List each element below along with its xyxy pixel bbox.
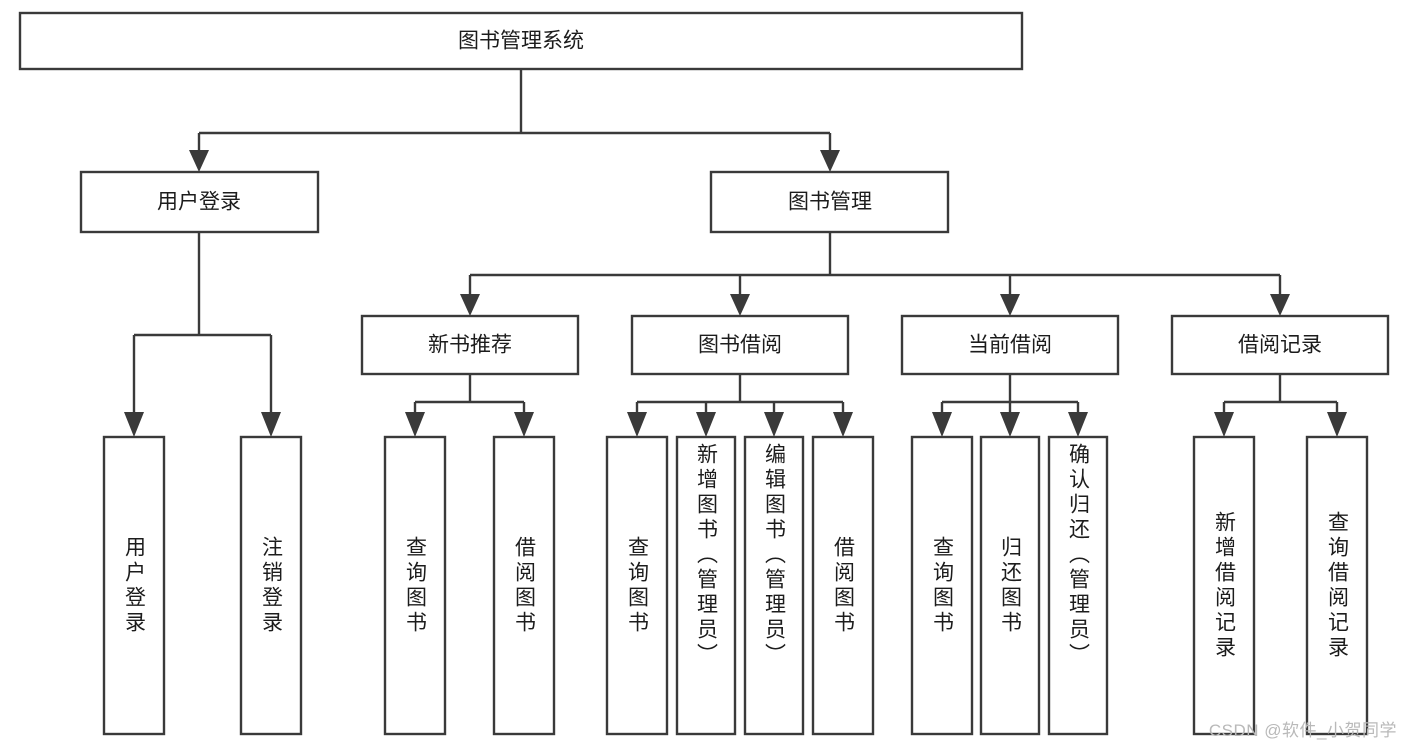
node-borrow-record-label: 借阅记录	[1238, 334, 1322, 357]
node-new-book-recommend[interactable]: 新书推荐	[360, 314, 580, 376]
node-new-book-recommend-label: 新书推荐	[428, 334, 512, 357]
arrow-borrowrecord-leaf-1	[1214, 412, 1234, 437]
arrow-bm-to-current-borrow	[1000, 294, 1020, 316]
node-book-borrow[interactable]: 图书借阅	[630, 314, 850, 376]
leaf-box-user-login-1[interactable]	[102, 435, 166, 736]
connectors-book-mgmt-to-level3	[460, 232, 1290, 316]
node-root-system[interactable]: 图书管理系统	[18, 11, 1024, 71]
node-current-borrow-box[interactable]	[900, 314, 1120, 376]
node-user-login-label: 用户登录	[157, 191, 241, 214]
arrow-borrowrecord-leaf-2	[1327, 412, 1347, 437]
node-book-management[interactable]: 图书管理	[709, 170, 950, 234]
leaf-box-book-borrow-3[interactable]	[743, 435, 805, 736]
leaf-box-book-borrow-2[interactable]	[675, 435, 737, 736]
watermark-text: CSDN @软件_小贺同学	[1208, 721, 1397, 740]
node-user-login-box[interactable]	[79, 170, 320, 234]
leaf-box-new-book-1[interactable]	[383, 435, 447, 736]
arrow-user-login-leaf-2	[261, 412, 281, 437]
leaf-box-current-borrow-2[interactable]	[979, 435, 1041, 736]
node-borrow-record-box[interactable]	[1170, 314, 1390, 376]
node-current-borrow[interactable]: 当前借阅	[900, 314, 1120, 376]
node-current-borrow-label: 当前借阅	[968, 334, 1052, 357]
leaf-box-borrow-record-2[interactable]	[1305, 435, 1369, 736]
leaf-box-book-borrow-1[interactable]	[605, 435, 669, 736]
arrow-currentborrow-leaf-3	[1068, 412, 1088, 437]
connectors-borrow-record-to-leaves	[1214, 374, 1347, 437]
leaf-box-current-borrow-1[interactable]	[910, 435, 974, 736]
leaf-box-new-book-2[interactable]	[492, 435, 556, 736]
arrow-newbook-leaf-1	[405, 412, 425, 437]
node-book-management-label: 图书管理	[788, 191, 872, 214]
leaf-box-user-login-2[interactable]	[239, 435, 303, 736]
arrow-root-to-book-mgmt	[820, 150, 840, 172]
arrow-bookborrow-leaf-4	[833, 412, 853, 437]
node-borrow-record[interactable]: 借阅记录	[1170, 314, 1390, 376]
node-root-system-box[interactable]	[18, 11, 1024, 71]
leaf-box-borrow-record-1[interactable]	[1192, 435, 1256, 736]
node-user-login[interactable]: 用户登录	[79, 170, 320, 234]
arrow-user-login-leaf-1	[124, 412, 144, 437]
arrow-currentborrow-leaf-2	[1000, 412, 1020, 437]
leaf-box-book-borrow-4[interactable]	[811, 435, 875, 736]
arrow-bookborrow-leaf-1	[627, 412, 647, 437]
connectors-root-to-level2	[189, 69, 840, 172]
node-new-book-recommend-box[interactable]	[360, 314, 580, 376]
node-root-system-label: 图书管理系统	[458, 30, 584, 53]
node-book-borrow-label: 图书借阅	[698, 334, 782, 357]
connectors-user-login-to-leaves	[124, 232, 281, 437]
connectors-current-borrow-to-leaves	[932, 374, 1088, 437]
arrow-bookborrow-leaf-2	[696, 412, 716, 437]
arrow-bm-to-new-book	[460, 294, 480, 316]
arrow-newbook-leaf-2	[514, 412, 534, 437]
node-book-management-box[interactable]	[709, 170, 950, 234]
arrow-bookborrow-leaf-3	[764, 412, 784, 437]
connectors-new-book-to-leaves	[405, 374, 534, 437]
leaf-box-current-borrow-3[interactable]	[1047, 435, 1109, 736]
arrow-bm-to-book-borrow	[730, 294, 750, 316]
connectors-book-borrow-to-leaves	[627, 374, 853, 437]
arrow-currentborrow-leaf-1	[932, 412, 952, 437]
arrow-bm-to-borrow-record	[1270, 294, 1290, 316]
arrow-root-to-user-login	[189, 150, 209, 172]
node-book-borrow-box[interactable]	[630, 314, 850, 376]
